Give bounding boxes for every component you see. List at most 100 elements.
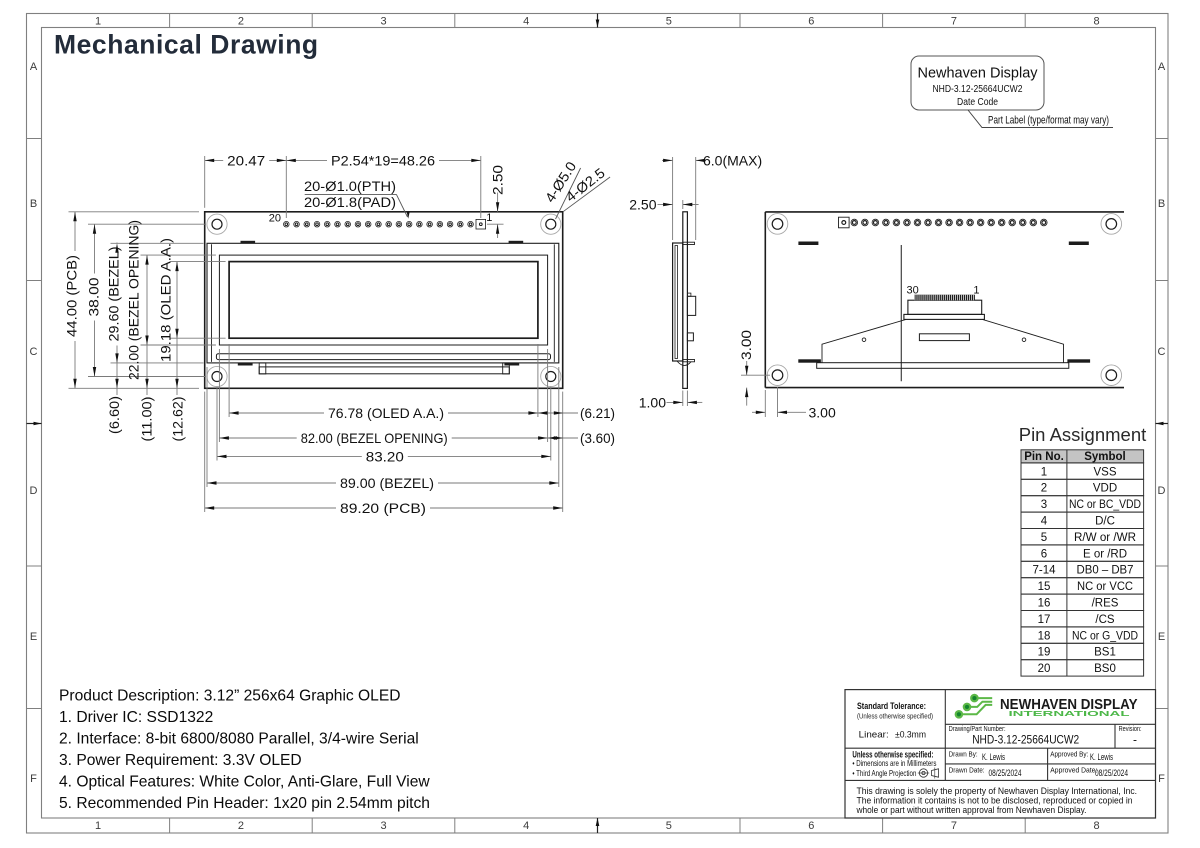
- svg-text:C: C: [1158, 346, 1166, 358]
- svg-text:Linear:: Linear:: [859, 730, 889, 741]
- svg-text:Pin No.: Pin No.: [1024, 451, 1064, 463]
- svg-text:Product Description: 3.12” 256: Product Description: 3.12” 256x64 Graphi…: [59, 688, 401, 705]
- svg-text:C: C: [30, 346, 38, 358]
- svg-text:4: 4: [523, 820, 529, 832]
- svg-text:29.60 (BEZEL): 29.60 (BEZEL): [105, 247, 121, 342]
- svg-text:4: 4: [1041, 516, 1048, 528]
- svg-text:08/25/2024: 08/25/2024: [989, 768, 1022, 778]
- svg-text:8: 8: [1094, 820, 1100, 832]
- svg-text:7: 7: [951, 16, 957, 28]
- svg-text:D: D: [30, 485, 38, 497]
- svg-text:DB0 – DB7: DB0 – DB7: [1077, 565, 1134, 577]
- svg-text:7-14: 7-14: [1032, 565, 1056, 577]
- svg-text:(11.00): (11.00): [138, 397, 154, 442]
- svg-text:1: 1: [95, 820, 101, 832]
- svg-text:B: B: [30, 198, 37, 210]
- svg-text:NHD-3.12-25664UCW2: NHD-3.12-25664UCW2: [933, 84, 1023, 95]
- svg-text:17: 17: [1038, 614, 1051, 626]
- svg-text:1. Driver IC: SSD1322: 1. Driver IC: SSD1322: [59, 709, 213, 726]
- svg-text:The information it contains is: The information it contains is not to be…: [857, 796, 1133, 807]
- svg-text:76.78 (OLED A.A.): 76.78 (OLED A.A.): [328, 405, 444, 421]
- svg-text:1: 1: [973, 285, 979, 297]
- svg-text:F: F: [1158, 773, 1165, 785]
- svg-text:20-Ø1.0(PTH): 20-Ø1.0(PTH): [304, 178, 396, 194]
- svg-text:18: 18: [1038, 630, 1051, 642]
- svg-text:Date Code: Date Code: [957, 97, 998, 108]
- svg-text:22.00 (BEZEL OPENING): 22.00 (BEZEL OPENING): [125, 220, 141, 380]
- svg-text:Unless otherwise specified:: Unless otherwise specified:: [852, 750, 933, 760]
- svg-text:D/C: D/C: [1095, 516, 1115, 528]
- svg-text:6: 6: [808, 16, 814, 28]
- svg-text:3.00: 3.00: [738, 330, 754, 360]
- svg-text:Drawing/Part Number:: Drawing/Part Number:: [949, 724, 1006, 733]
- svg-text:Mechanical Drawing: Mechanical Drawing: [54, 30, 319, 60]
- svg-text:5: 5: [1041, 532, 1047, 544]
- svg-text:4. Optical Features: White Col: 4. Optical Features: White Color, Anti-G…: [59, 774, 430, 791]
- svg-text:2: 2: [238, 820, 244, 832]
- svg-text:Standard Tolerance:: Standard Tolerance:: [857, 701, 926, 711]
- svg-text:VSS: VSS: [1093, 466, 1116, 478]
- svg-text:1: 1: [95, 16, 101, 28]
- svg-text:6: 6: [1041, 548, 1047, 560]
- svg-text:3.00: 3.00: [809, 404, 836, 420]
- svg-text:NC or G_VDD: NC or G_VDD: [1072, 630, 1138, 642]
- svg-text:A: A: [30, 61, 38, 73]
- svg-text:F: F: [30, 773, 37, 785]
- svg-text:8: 8: [1094, 16, 1100, 28]
- svg-text:Symbol: Symbol: [1084, 451, 1126, 463]
- svg-text:3: 3: [380, 16, 386, 28]
- svg-text:D: D: [1158, 485, 1166, 497]
- svg-text:89.20 (PCB): 89.20 (PCB): [340, 500, 426, 516]
- svg-text:Drawn By:: Drawn By:: [949, 750, 978, 759]
- svg-text:E: E: [30, 631, 37, 643]
- svg-text:Pin Assignment: Pin Assignment: [1019, 424, 1147, 445]
- svg-text:Revision:: Revision:: [1119, 724, 1142, 733]
- svg-text:16: 16: [1038, 598, 1051, 610]
- svg-text:15: 15: [1038, 581, 1051, 593]
- svg-text:3. Power Requirement: 3.3V OLE: 3. Power Requirement: 3.3V OLED: [59, 752, 302, 769]
- svg-text:20.47: 20.47: [227, 152, 265, 168]
- svg-text:Newhaven Display: Newhaven Display: [918, 65, 1038, 82]
- svg-text:20: 20: [269, 213, 281, 225]
- svg-text:(6.60): (6.60): [106, 396, 122, 434]
- svg-text:NHD-3.12-25664UCW2: NHD-3.12-25664UCW2: [972, 733, 1079, 747]
- svg-text:7: 7: [951, 820, 957, 832]
- svg-text:2: 2: [238, 16, 244, 28]
- svg-text:• Dimensions are in Millimeter: • Dimensions are in Millimeters: [852, 758, 936, 768]
- svg-text:1: 1: [1041, 466, 1047, 478]
- svg-text:/CS: /CS: [1095, 614, 1115, 626]
- svg-text:Approved Date:: Approved Date:: [1050, 766, 1097, 775]
- svg-text:P2.54*19=48.26: P2.54*19=48.26: [331, 152, 435, 168]
- svg-text:1.00: 1.00: [639, 394, 666, 410]
- svg-text:BS1: BS1: [1094, 647, 1116, 659]
- svg-text:2. Interface: 8-bit 6800/8080: 2. Interface: 8-bit 6800/8080 Parallel, …: [59, 731, 419, 748]
- svg-text:89.00 (BEZEL): 89.00 (BEZEL): [340, 475, 434, 491]
- svg-text:6: 6: [808, 820, 814, 832]
- svg-text:3: 3: [1041, 499, 1047, 511]
- svg-text:-: -: [1133, 733, 1137, 747]
- svg-text:E or /RD: E or /RD: [1083, 548, 1127, 560]
- svg-text:(6.21): (6.21): [580, 405, 615, 421]
- svg-text:VDD: VDD: [1093, 483, 1117, 495]
- svg-text:30: 30: [906, 285, 918, 297]
- svg-text:3: 3: [380, 820, 386, 832]
- svg-text:BS0: BS0: [1094, 663, 1116, 675]
- svg-text:K. Lewis: K. Lewis: [1090, 752, 1113, 762]
- svg-text:20-Ø1.8(PAD): 20-Ø1.8(PAD): [304, 194, 396, 210]
- svg-text:NC or VCC: NC or VCC: [1077, 581, 1133, 593]
- svg-text:NC or BC_VDD: NC or BC_VDD: [1069, 499, 1141, 511]
- svg-text:R/W or /WR: R/W or /WR: [1074, 532, 1136, 544]
- svg-text:/RES: /RES: [1092, 598, 1119, 610]
- svg-text:2.50: 2.50: [490, 165, 506, 195]
- svg-text:(12.62): (12.62): [169, 397, 185, 442]
- svg-text:19: 19: [1038, 647, 1051, 659]
- svg-text:• Third Angle Projection: • Third Angle Projection: [852, 768, 916, 778]
- svg-text:Part Label (type/format may va: Part Label (type/format may vary): [988, 115, 1109, 127]
- svg-text:A: A: [1158, 61, 1166, 73]
- svg-text:whole or part without written: whole or part without written approval f…: [856, 805, 1087, 816]
- svg-text:5. Recommended Pin Header: 1x2: 5. Recommended Pin Header: 1x20 pin 2.54…: [59, 795, 430, 812]
- svg-text:NEWHAVEN DISPLAY: NEWHAVEN DISPLAY: [1000, 696, 1138, 713]
- svg-text:19.18 (OLED A.A.): 19.18 (OLED A.A.): [157, 238, 173, 362]
- svg-text:2: 2: [1041, 483, 1047, 495]
- svg-text:(Unless otherwise specified): (Unless otherwise specified): [857, 712, 933, 721]
